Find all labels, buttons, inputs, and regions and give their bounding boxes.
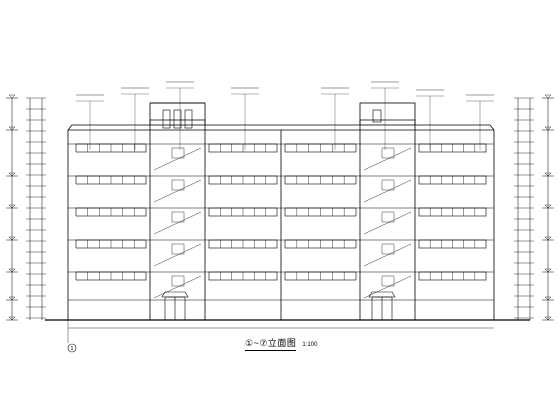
entrance-doors	[161, 291, 396, 321]
stair-window	[171, 243, 185, 255]
stair-run	[363, 147, 412, 171]
drawing-scale: 1:100	[302, 342, 318, 348]
stair-window	[171, 275, 185, 287]
drawing-title: ①~⑦立面图	[245, 336, 297, 351]
stair-run	[153, 179, 202, 203]
level-triangle	[8, 172, 16, 177]
stair-window	[381, 179, 395, 191]
stair-run	[153, 243, 202, 267]
level-triangle	[544, 316, 552, 321]
stair-run	[363, 243, 412, 267]
stair-window	[381, 243, 395, 255]
level-triangle	[544, 172, 552, 177]
stair-run	[363, 179, 412, 203]
stair-tower-windows	[162, 109, 382, 129]
stair-window	[381, 211, 395, 223]
level-triangle	[544, 94, 552, 99]
level-triangle	[8, 94, 16, 99]
level-triangle	[544, 268, 552, 273]
drawing-title-block: ①~⑦立面图 1:100	[245, 336, 318, 351]
level-triangle	[8, 268, 16, 273]
stair-window	[381, 147, 395, 159]
level-triangle	[8, 296, 16, 301]
stair-window	[381, 275, 395, 287]
stair-run	[153, 147, 202, 171]
left-dimension-line	[11, 98, 43, 320]
stair-run	[153, 275, 202, 299]
level-triangle	[544, 236, 552, 241]
stair-window	[171, 147, 185, 159]
elevation-ticks	[6, 94, 554, 321]
axis-label: 1	[70, 346, 73, 352]
building-outline	[67, 102, 495, 320]
stair-run	[363, 211, 412, 235]
level-triangle	[8, 236, 16, 241]
stair-window	[171, 211, 185, 223]
level-triangle	[8, 126, 16, 131]
stair-run	[363, 275, 412, 299]
right-dimension-line	[517, 98, 549, 320]
level-triangle	[8, 316, 16, 321]
floor-bands	[68, 143, 494, 301]
axis-bubble-start: 1	[67, 320, 77, 353]
level-triangle	[544, 126, 552, 131]
level-triangle	[544, 204, 552, 209]
material-callouts	[76, 81, 494, 150]
stair-run	[153, 211, 202, 235]
level-triangle	[8, 204, 16, 209]
level-triangle	[544, 296, 552, 301]
stair-window	[171, 179, 185, 191]
